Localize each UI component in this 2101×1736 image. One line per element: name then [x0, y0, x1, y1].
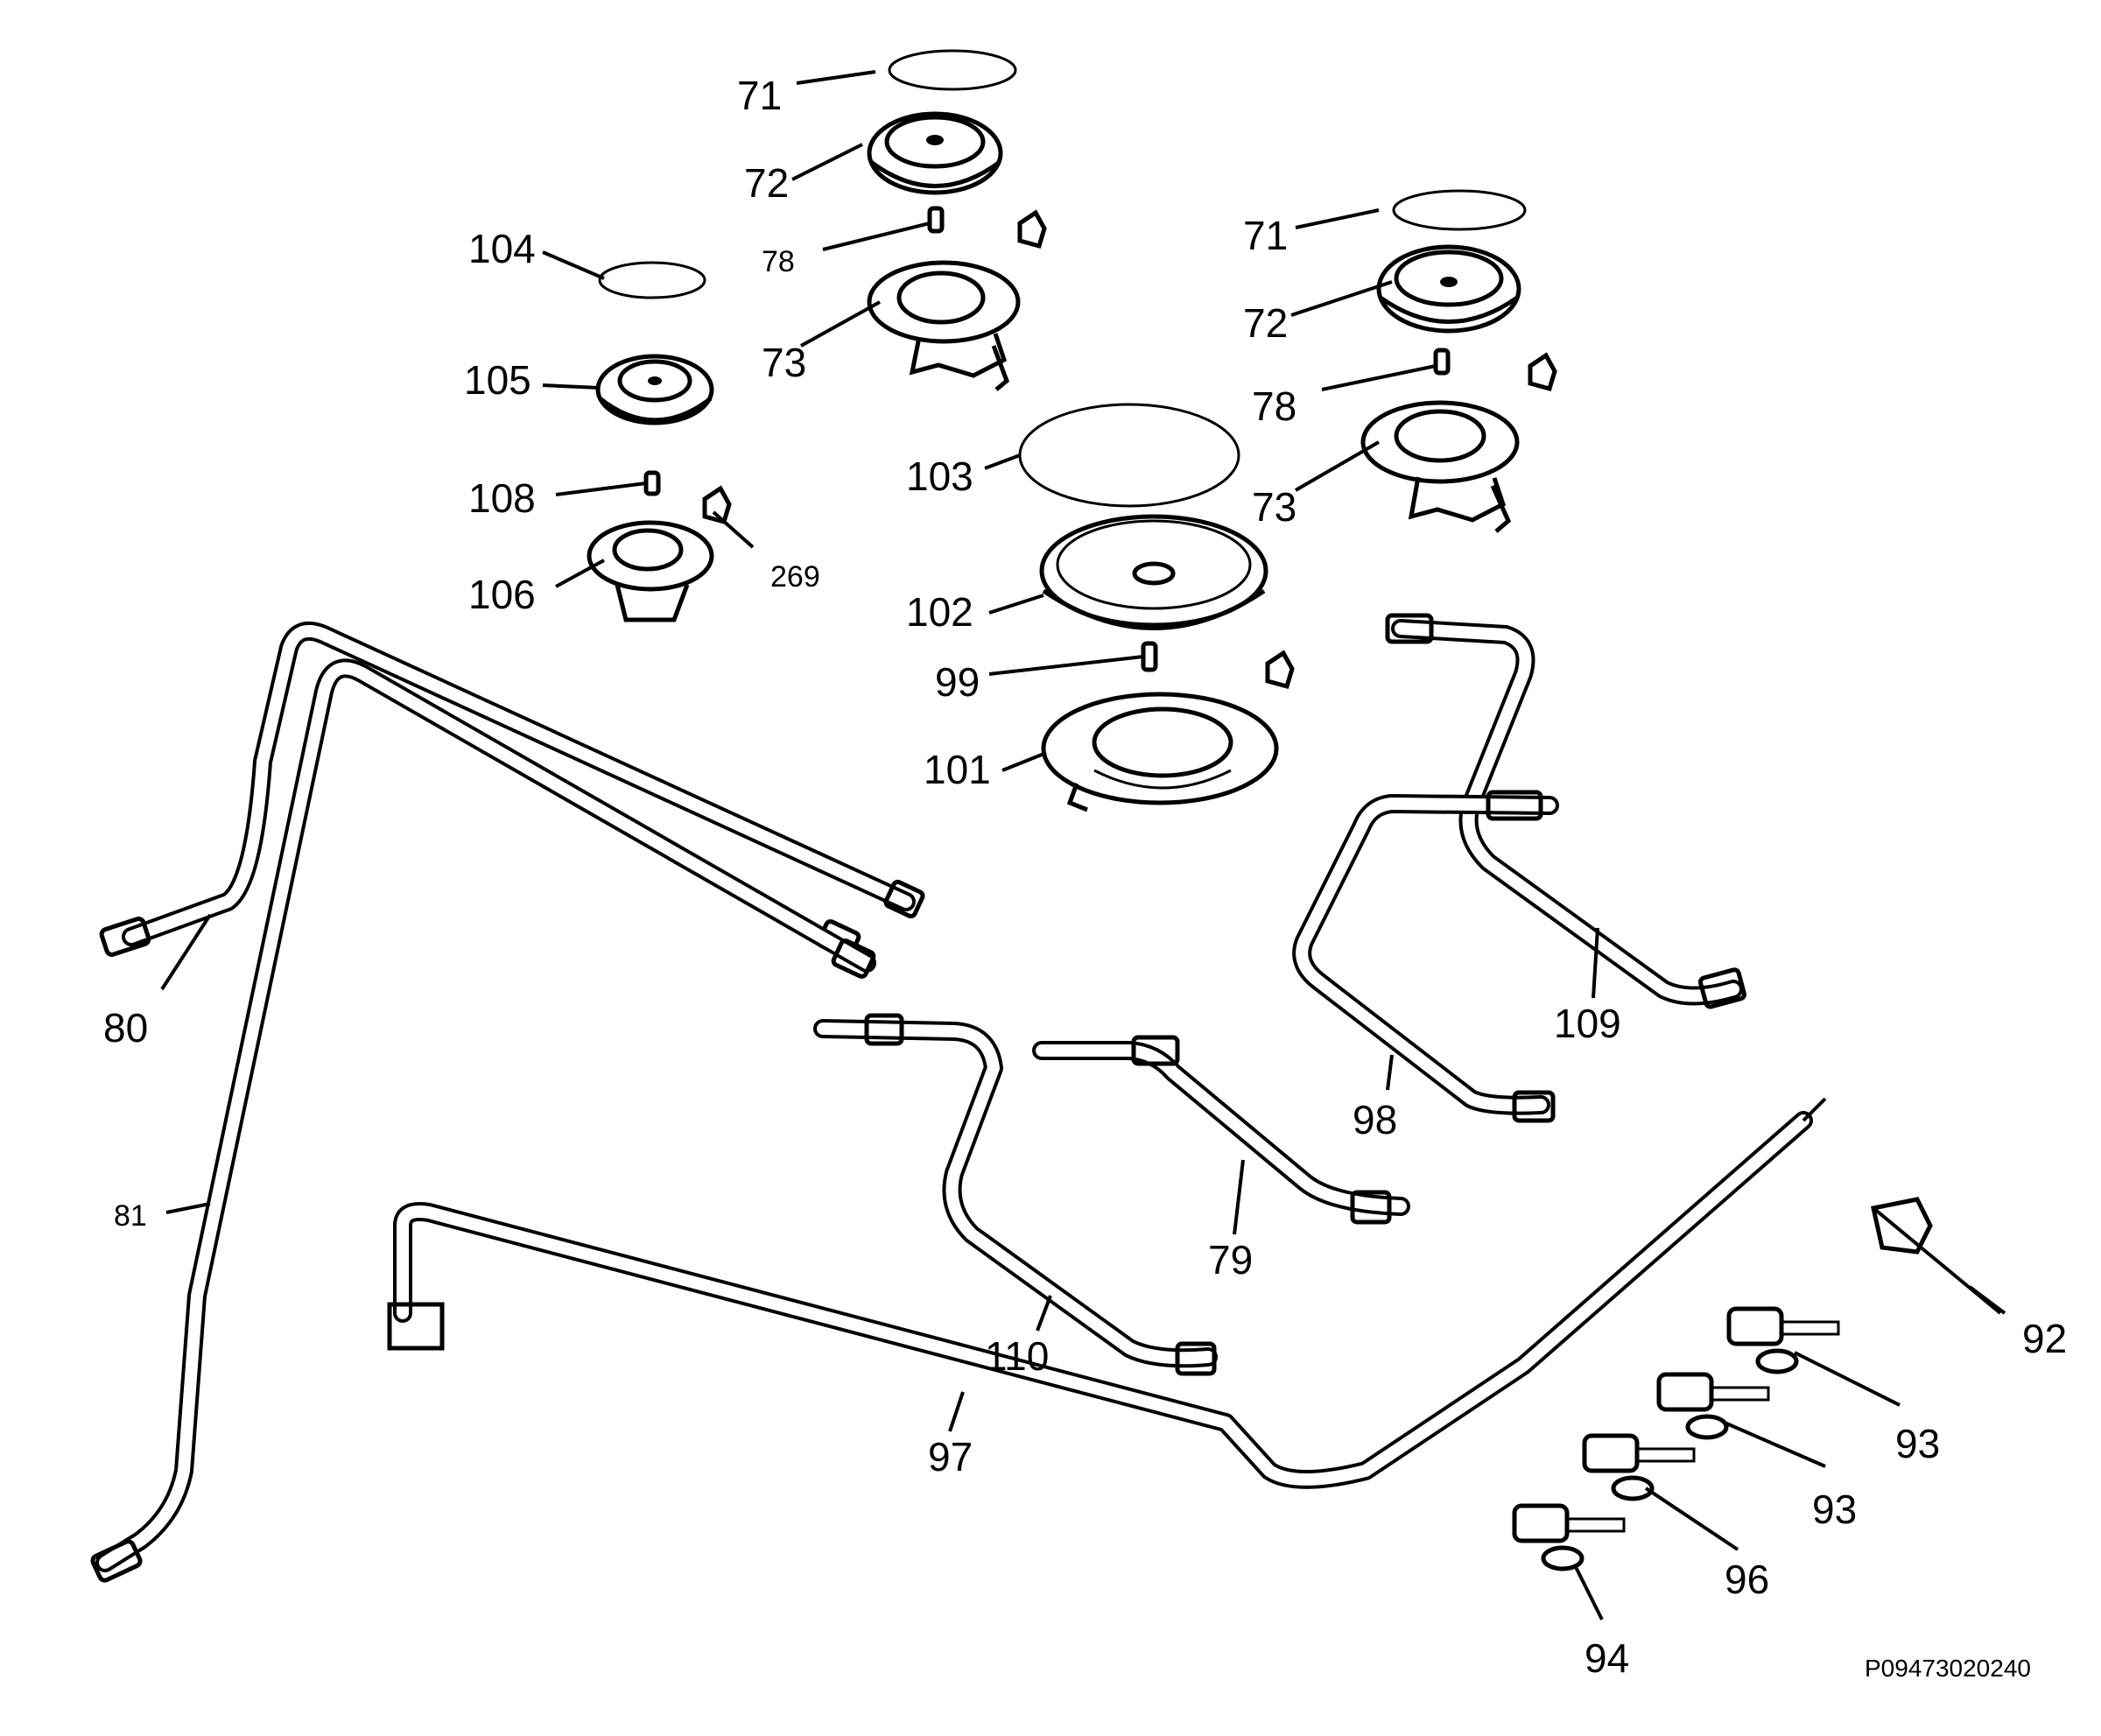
electrode-78-b[interactable] [1433, 348, 1451, 376]
label-93-b: 93 [1812, 1486, 1857, 1532]
burner-assembly-b [1360, 189, 1557, 533]
burner-base-73-a[interactable] [867, 260, 1021, 391]
burner-crown-72-b[interactable] [1376, 244, 1521, 334]
burner-cap-71-a[interactable] [888, 49, 1017, 91]
label-105: 105 [464, 357, 531, 403]
burner-base-106[interactable] [587, 520, 714, 622]
label-73-a: 73 [762, 340, 806, 385]
burner-crown-72-a[interactable] [867, 111, 1003, 195]
burner-cap-71-b[interactable] [1392, 189, 1527, 231]
burner-cap-104[interactable] [598, 261, 706, 299]
label-73-b: 73 [1252, 484, 1296, 530]
burner-crown-102[interactable] [1039, 514, 1268, 630]
label-108: 108 [468, 475, 536, 521]
label-269: 269 [770, 560, 820, 594]
burner-base-101[interactable] [1041, 692, 1279, 812]
label-93-a: 93 [1895, 1421, 1940, 1466]
clip-269[interactable] [702, 485, 732, 525]
label-80: 80 [103, 1005, 148, 1051]
label-71-b: 71 [1243, 213, 1288, 258]
label-92: 92 [2022, 1316, 2067, 1361]
burner-crown-105[interactable] [595, 354, 714, 425]
label-72-a: 72 [744, 160, 789, 206]
gas-pipes [90, 613, 1827, 1583]
drawing-code: P09473020240 [1865, 1655, 2031, 1682]
gas-manifold-97[interactable] [387, 1097, 1827, 1489]
gas-pipe-79[interactable] [1032, 1035, 1410, 1225]
label-94: 94 [1585, 1635, 1629, 1681]
clip-b[interactable] [1528, 352, 1557, 392]
label-102: 102 [906, 589, 973, 635]
gas-pipe-109[interactable] [1385, 613, 1746, 1009]
label-99: 99 [935, 659, 980, 705]
clip-large[interactable] [1265, 650, 1295, 690]
gas-taps [1512, 1197, 2002, 1571]
gas-tap-94[interactable] [1512, 1503, 1626, 1571]
part-labels: 71 72 78 73 71 72 78 73 104 105 108 106 … [103, 73, 2067, 1682]
gas-pipe-98[interactable] [1292, 790, 1559, 1123]
gas-tap-93-a[interactable] [1726, 1306, 1840, 1374]
electrode-78-a[interactable] [927, 206, 945, 234]
burner-base-73-b[interactable] [1360, 400, 1520, 533]
label-78-a: 78 [762, 245, 795, 278]
label-109: 109 [1554, 1001, 1621, 1046]
clip-a[interactable] [1017, 209, 1047, 250]
label-96: 96 [1725, 1557, 1769, 1602]
large-burner-assembly [1018, 403, 1295, 812]
label-79: 79 [1208, 1237, 1253, 1283]
electrode-108[interactable] [643, 470, 661, 496]
small-burner-assembly [587, 261, 732, 622]
gas-tap-93-b[interactable] [1656, 1372, 1770, 1440]
label-97: 97 [928, 1434, 973, 1479]
label-71-a: 71 [737, 73, 782, 118]
burner-assembly-a [867, 49, 1047, 391]
electrode-99[interactable] [1141, 641, 1158, 672]
burner-cap-103[interactable] [1018, 403, 1240, 508]
label-110: 110 [985, 1333, 1049, 1379]
leader-lines [160, 70, 2006, 1620]
gas-pipe-80[interactable] [99, 622, 925, 959]
label-98: 98 [1353, 1097, 1397, 1142]
label-72-b: 72 [1243, 300, 1288, 346]
gas-pipe-110[interactable] [813, 1013, 1218, 1376]
gas-pipe-81[interactable] [90, 658, 876, 1583]
label-103: 103 [906, 453, 973, 499]
gas-tap-96[interactable] [1582, 1433, 1696, 1501]
label-104: 104 [468, 226, 536, 271]
label-81: 81 [114, 1199, 147, 1233]
label-101: 101 [924, 747, 991, 792]
label-78-b: 78 [1252, 383, 1296, 429]
label-106: 106 [468, 572, 536, 617]
